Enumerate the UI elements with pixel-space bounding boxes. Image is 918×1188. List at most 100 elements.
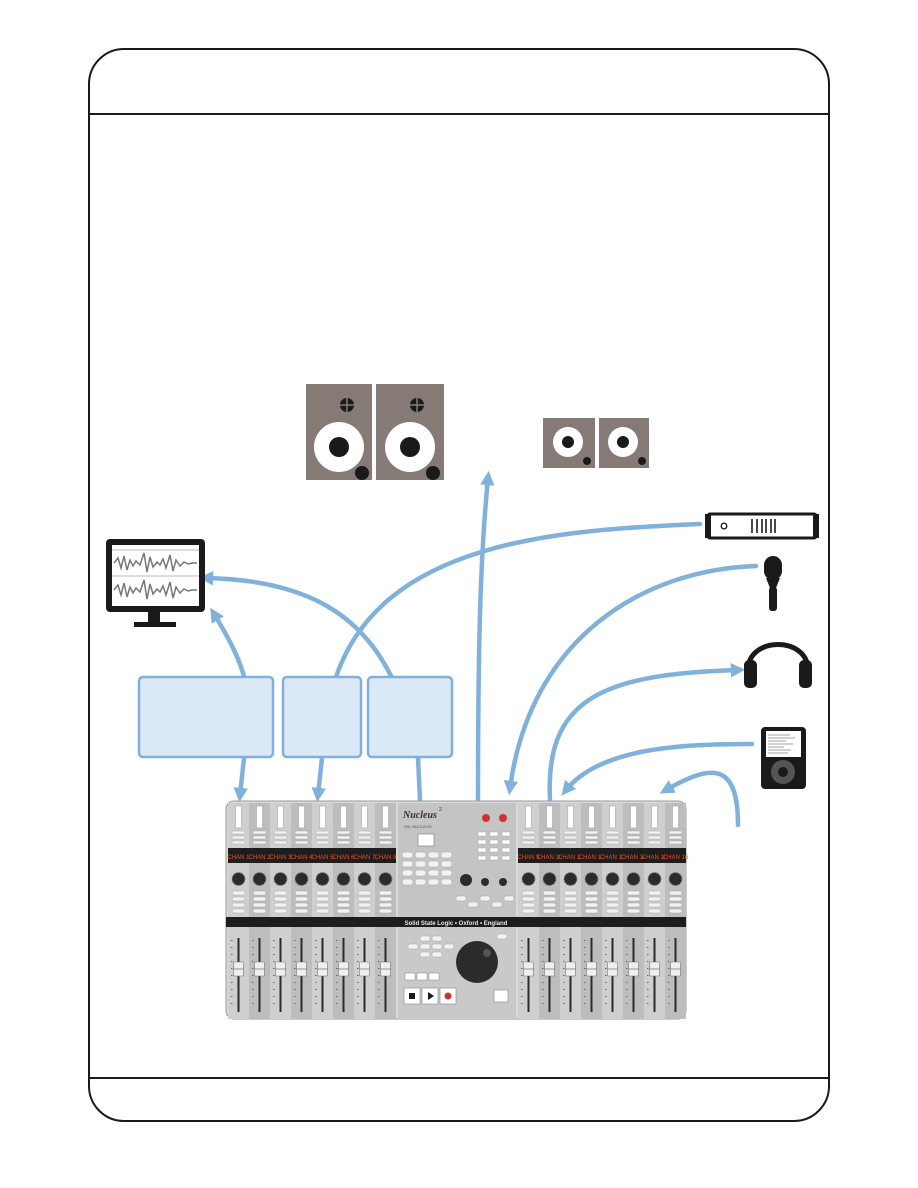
strip-button[interactable] xyxy=(378,835,393,840)
strip-button[interactable] xyxy=(584,830,599,835)
strip-button[interactable] xyxy=(563,908,578,914)
center-button[interactable] xyxy=(414,860,427,868)
strip-button[interactable] xyxy=(273,896,288,902)
center-button[interactable] xyxy=(440,851,453,859)
center-button[interactable] xyxy=(401,878,414,886)
center-button[interactable] xyxy=(401,869,414,877)
strip-button[interactable] xyxy=(605,902,620,908)
monitor-button[interactable] xyxy=(501,839,511,845)
vpot-knob[interactable] xyxy=(252,871,267,887)
strip-button[interactable] xyxy=(563,830,578,835)
strip-button[interactable] xyxy=(605,896,620,902)
monitor-button[interactable] xyxy=(477,847,487,853)
center-button[interactable] xyxy=(401,851,414,859)
strip-button[interactable] xyxy=(521,830,536,835)
center-button[interactable] xyxy=(491,901,503,908)
strip-button[interactable] xyxy=(315,830,330,835)
strip-button[interactable] xyxy=(647,890,662,896)
monitor-button[interactable] xyxy=(489,831,499,837)
strip-button[interactable] xyxy=(647,830,662,835)
monitor-button[interactable] xyxy=(501,831,511,837)
strip-button[interactable] xyxy=(294,890,309,896)
navigation-button[interactable] xyxy=(431,935,443,942)
strip-button[interactable] xyxy=(584,890,599,896)
strip-button[interactable] xyxy=(521,908,536,914)
strip-button[interactable] xyxy=(336,835,351,840)
center-button[interactable] xyxy=(467,901,479,908)
center-button[interactable] xyxy=(427,860,440,868)
strip-button[interactable] xyxy=(626,896,641,902)
strip-button[interactable] xyxy=(294,902,309,908)
monitor-button[interactable] xyxy=(477,855,487,861)
strip-button[interactable] xyxy=(357,902,372,908)
strip-button[interactable] xyxy=(315,902,330,908)
strip-button[interactable] xyxy=(231,830,246,835)
navigation-button[interactable] xyxy=(419,935,431,942)
navigation-button[interactable] xyxy=(431,951,443,958)
vpot-knob[interactable] xyxy=(584,871,599,887)
strip-button[interactable] xyxy=(584,835,599,840)
strip-button[interactable] xyxy=(336,840,351,845)
strip-button[interactable] xyxy=(357,830,372,835)
strip-button[interactable] xyxy=(357,896,372,902)
navigation-button[interactable] xyxy=(443,943,455,950)
strip-button[interactable] xyxy=(252,890,267,896)
strip-button[interactable] xyxy=(668,896,683,902)
strip-button[interactable] xyxy=(584,840,599,845)
vpot-knob[interactable] xyxy=(605,871,620,887)
aux-button[interactable] xyxy=(493,989,509,1003)
vpot-knob[interactable] xyxy=(294,871,309,887)
center-button[interactable] xyxy=(503,895,515,902)
strip-button[interactable] xyxy=(294,896,309,902)
strip-button[interactable] xyxy=(336,908,351,914)
strip-button[interactable] xyxy=(273,835,288,840)
strip-button[interactable] xyxy=(231,896,246,902)
strip-button[interactable] xyxy=(252,902,267,908)
strip-button[interactable] xyxy=(605,835,620,840)
monitor-button[interactable] xyxy=(489,855,499,861)
center-button[interactable] xyxy=(414,869,427,877)
strip-button[interactable] xyxy=(315,835,330,840)
strip-button[interactable] xyxy=(294,840,309,845)
strip-button[interactable] xyxy=(378,830,393,835)
strip-button[interactable] xyxy=(668,902,683,908)
navigation-button[interactable] xyxy=(407,943,419,950)
strip-button[interactable] xyxy=(273,890,288,896)
strip-button[interactable] xyxy=(563,902,578,908)
strip-button[interactable] xyxy=(563,890,578,896)
vpot-knob[interactable] xyxy=(626,871,641,887)
strip-button[interactable] xyxy=(378,908,393,914)
strip-button[interactable] xyxy=(542,908,557,914)
strip-button[interactable] xyxy=(668,908,683,914)
strip-button[interactable] xyxy=(378,840,393,845)
center-button[interactable] xyxy=(427,869,440,877)
center-button[interactable] xyxy=(440,869,453,877)
center-button[interactable] xyxy=(401,860,414,868)
strip-button[interactable] xyxy=(336,890,351,896)
vpot-knob[interactable] xyxy=(273,871,288,887)
strip-button[interactable] xyxy=(626,835,641,840)
strip-button[interactable] xyxy=(542,830,557,835)
navigation-button[interactable] xyxy=(431,943,443,950)
strip-button[interactable] xyxy=(252,835,267,840)
monitor-button[interactable] xyxy=(501,847,511,853)
strip-button[interactable] xyxy=(294,835,309,840)
strip-button[interactable] xyxy=(521,890,536,896)
vpot-knob[interactable] xyxy=(668,871,683,887)
strip-button[interactable] xyxy=(626,908,641,914)
strip-button[interactable] xyxy=(647,835,662,840)
center-button[interactable] xyxy=(427,851,440,859)
center-button[interactable] xyxy=(440,878,453,886)
vpot-knob[interactable] xyxy=(647,871,662,887)
strip-button[interactable] xyxy=(542,890,557,896)
strip-button[interactable] xyxy=(647,908,662,914)
transport-mode-button[interactable] xyxy=(404,972,416,981)
strip-button[interactable] xyxy=(626,830,641,835)
strip-button[interactable] xyxy=(626,840,641,845)
strip-button[interactable] xyxy=(668,890,683,896)
strip-button[interactable] xyxy=(521,840,536,845)
strip-button[interactable] xyxy=(252,840,267,845)
strip-button[interactable] xyxy=(647,902,662,908)
strip-button[interactable] xyxy=(584,902,599,908)
monitor-button[interactable] xyxy=(477,831,487,837)
